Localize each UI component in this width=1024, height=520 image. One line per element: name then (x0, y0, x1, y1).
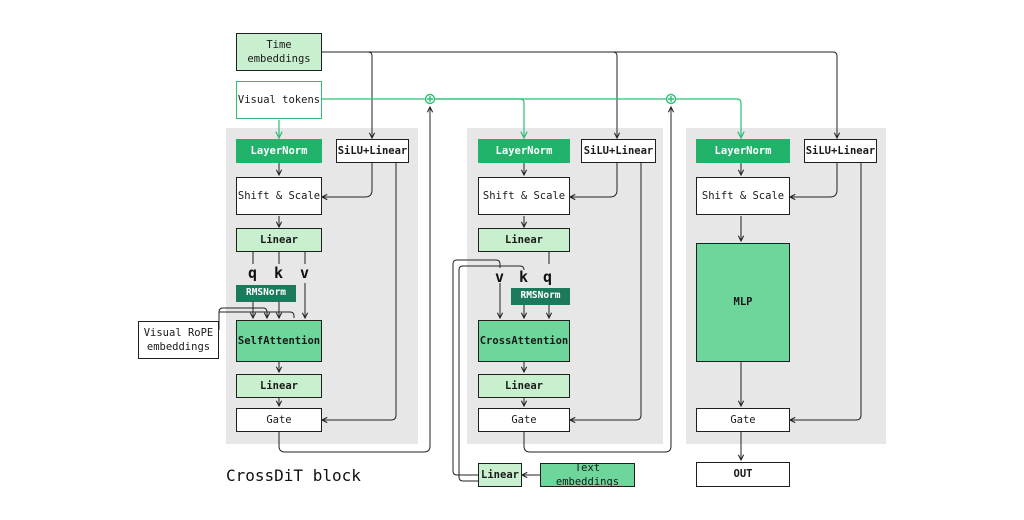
block1-gate: Gate (236, 408, 322, 432)
block1-linear-out: Linear (236, 374, 322, 398)
time-line-3 (322, 51, 837, 138)
residual-1 (278, 107, 430, 453)
time-line-2 (322, 51, 617, 138)
block3-gate: Gate (696, 408, 790, 432)
add-node-1 (424, 93, 436, 105)
add-node-2 (665, 93, 677, 105)
block2-silu-linear: SiLU+Linear (581, 139, 656, 163)
block1-linear-qkv: Linear (236, 228, 322, 252)
block2-v-label: v (495, 268, 505, 286)
text-route-v (452, 259, 501, 476)
diagram-caption: CrossDiT block (226, 466, 361, 485)
block2-k-label: k (519, 268, 529, 286)
block2-gate: Gate (478, 408, 570, 432)
visual-stream-line (322, 98, 741, 138)
time-embeddings-box: Time embeddings (236, 33, 322, 71)
block3-layernorm: LayerNorm (696, 139, 790, 163)
block2-shift-scale: Shift & Scale (478, 177, 570, 215)
time-line-1 (322, 51, 372, 138)
text-embeddings-box: Text embeddings (540, 462, 635, 488)
block1-v-label: v (300, 264, 310, 282)
visual-rope-embeddings-box: Visual RoPE embeddings (138, 321, 219, 359)
visual-tokens-box: Visual tokens (236, 81, 322, 119)
rope-line (218, 307, 267, 330)
block3-shift-scale: Shift & Scale (696, 177, 790, 215)
block2-rmsnorm: RMSNorm (511, 288, 570, 305)
text-route-k (458, 265, 525, 482)
block1-k-label: k (274, 264, 284, 282)
block1-rmsnorm: RMSNorm (236, 285, 296, 302)
block2-layernorm: LayerNorm (478, 139, 570, 163)
block1-q-label: q (248, 264, 258, 282)
block3-silu-linear: SiLU+Linear (804, 139, 877, 163)
block2-q-label: q (543, 268, 553, 286)
block1-shift-scale: Shift & Scale (236, 177, 322, 215)
block1-self-attention: SelfAttention (236, 320, 322, 362)
block3-mlp: MLP (696, 243, 790, 362)
block2-cross-attention: CrossAttention (478, 320, 570, 362)
block2-linear-out: Linear (478, 374, 570, 398)
output-box: OUT (696, 462, 790, 487)
block1-silu-linear: SiLU+Linear (336, 139, 409, 163)
block1-layernorm: LayerNorm (236, 139, 322, 163)
block2-text-linear: Linear (478, 463, 522, 487)
residual-2 (523, 107, 671, 453)
block2-linear-q: Linear (478, 228, 570, 252)
